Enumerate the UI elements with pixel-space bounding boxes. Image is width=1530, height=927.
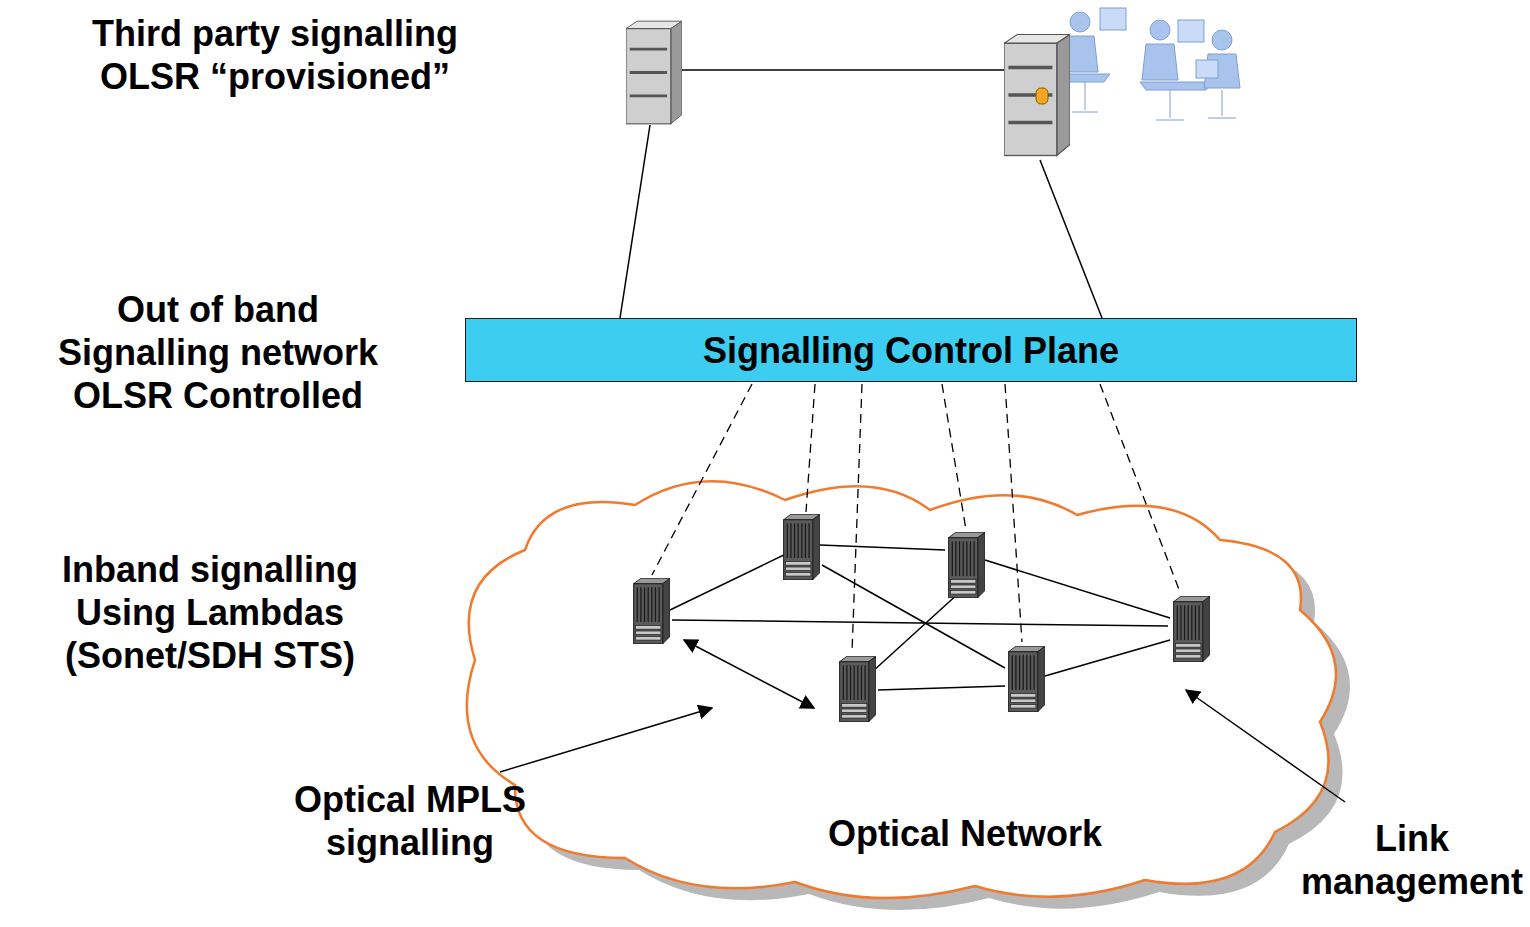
illustration-part	[1072, 112, 1098, 113]
illustration-part	[985, 560, 1170, 618]
illustration-part	[1178, 20, 1204, 42]
illustration-part	[1174, 596, 1210, 661]
illustration-part	[784, 514, 820, 579]
illustration-part	[820, 545, 945, 550]
illustration-part	[1150, 20, 1170, 40]
illustration-part	[1196, 60, 1218, 78]
illustration-part	[878, 686, 1005, 690]
illustration-part	[1009, 646, 1045, 711]
illustration-part	[634, 578, 670, 643]
illustration-part	[1062, 36, 1098, 72]
illustration-part	[1040, 160, 1102, 318]
band-title: Signalling Control Plane	[691, 329, 1131, 372]
illustration-part	[1212, 30, 1232, 50]
illustration-part	[672, 620, 1168, 626]
illustration-part	[1070, 12, 1090, 32]
illustration-part	[822, 565, 1005, 668]
illustration-part	[806, 384, 815, 512]
annotation-label: Out of band Signalling network OLSR Cont…	[43, 288, 393, 417]
illustration-part	[1142, 44, 1178, 80]
illustration-part	[670, 545, 1170, 690]
illustration-part	[1222, 90, 1223, 116]
illustration-part	[852, 384, 862, 652]
annotation-label: Optical MPLS signalling	[280, 778, 540, 864]
illustration-part	[1045, 640, 1170, 676]
illustration-part	[872, 592, 960, 672]
annotation-label: Link management	[1297, 817, 1527, 903]
annotation-label: Third party signalling OLSR “provisioned…	[85, 12, 465, 98]
illustration-part	[1208, 118, 1236, 119]
illustration-part	[652, 384, 752, 575]
illustration-part	[942, 384, 966, 530]
illustration-part	[684, 640, 814, 708]
illustration-part	[1100, 384, 1180, 592]
illustration-part	[620, 125, 650, 318]
illustration-part	[682, 69, 1010, 71]
illustration-part	[1085, 82, 1086, 110]
illustration-part	[1170, 90, 1171, 118]
cloud-shape	[467, 481, 1336, 898]
illustration-part	[500, 708, 712, 772]
illustration-part	[626, 21, 682, 124]
illustration-part	[949, 532, 985, 597]
illustration-part	[1004, 35, 1070, 156]
cloud-title: Optical Network	[785, 812, 1145, 855]
illustration-part	[1156, 120, 1184, 121]
illustration-part	[840, 656, 876, 721]
illustration-part	[670, 552, 790, 610]
illustration-part	[1140, 82, 1212, 90]
illustration-part	[652, 384, 1180, 652]
illustration-part	[1060, 8, 1240, 120]
illustration-part	[1100, 8, 1126, 30]
control-plane-band: Signalling Control Plane	[465, 318, 1357, 382]
network-cloud: Optical Network	[455, 460, 1365, 920]
annotation-label: Inband signalling Using Lambdas (Sonet/S…	[50, 548, 370, 677]
illustration-part	[1204, 54, 1240, 88]
illustration-part	[1060, 74, 1110, 82]
illustration-part	[1036, 88, 1048, 104]
illustration-part	[1005, 384, 1022, 642]
illustration-part	[1186, 690, 1345, 802]
